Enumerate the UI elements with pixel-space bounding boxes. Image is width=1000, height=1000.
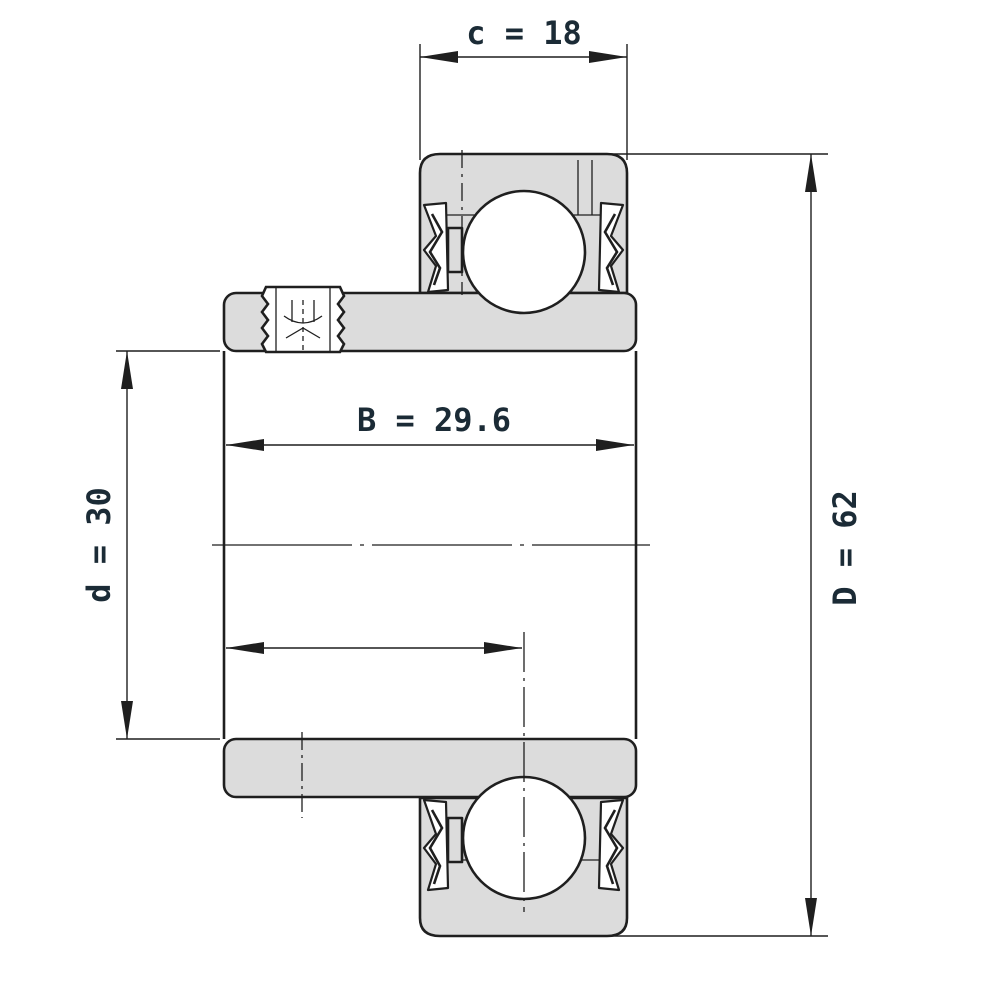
dimension-c-label: c = 18	[466, 14, 582, 52]
dimension-d-label: d = 30	[80, 487, 118, 603]
dimension-c	[419, 44, 628, 160]
set-screw	[260, 285, 346, 354]
seal-bottom-left	[422, 798, 464, 892]
seal-bottom-right	[597, 798, 625, 892]
dimension-d	[116, 350, 220, 740]
dimension-B	[226, 439, 634, 451]
seal-top-right	[597, 201, 625, 294]
inner-ring-bottom	[222, 737, 638, 799]
dimension-D	[556, 153, 828, 937]
dimension-D-label: D = 62	[826, 490, 864, 606]
ball-top	[461, 189, 587, 315]
dimension-B-label: B = 29.6	[357, 401, 511, 439]
dimension-ball-offset	[226, 642, 522, 654]
seal-top-left	[422, 201, 464, 294]
